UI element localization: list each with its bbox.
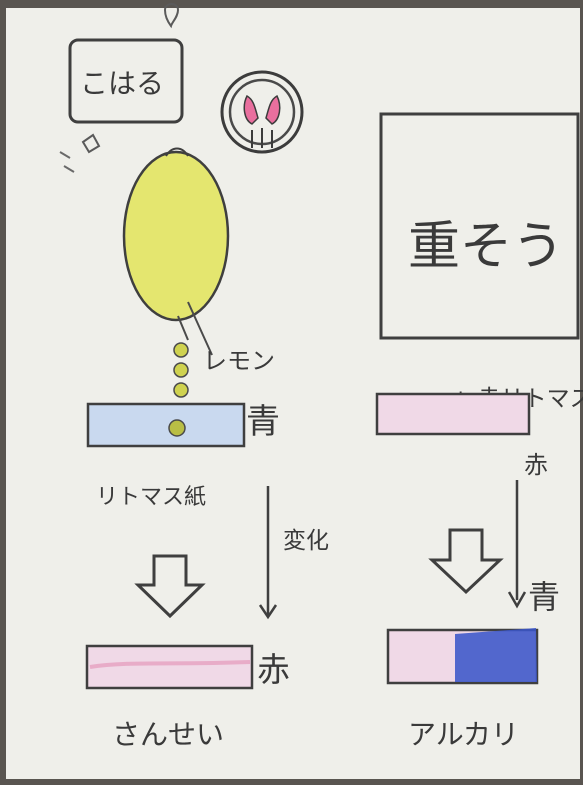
top-litmus-strip (86, 402, 246, 448)
right-top-color-label: 赤 (524, 451, 548, 479)
lemon-drop-2 (173, 362, 189, 378)
circle-icon-outer (220, 70, 304, 154)
lemon-tip (165, 147, 189, 157)
name-tag-text: こはる (80, 67, 164, 100)
lemon-leader-line (187, 301, 213, 356)
petal-stems (251, 128, 273, 148)
heart-icon (163, 3, 180, 29)
lemon-drawing (122, 150, 230, 322)
left-panel: こはる レモン リトマス紙 青 変化 (59, 3, 329, 751)
right-change-arrow-head (507, 591, 527, 609)
bottom-litmus-strip (85, 644, 254, 690)
blue-region (455, 628, 537, 682)
change-label: 変化 (283, 528, 329, 554)
drop-on-strip (168, 419, 186, 437)
lemon-drop-3 (173, 382, 189, 398)
litmus-label: リトマス紙 (96, 485, 206, 510)
lemon-label: レモン (203, 347, 275, 375)
right-bottom-color-label: 青 (528, 578, 560, 616)
pink-petal-left (243, 94, 259, 125)
result-label-left: さんせい (112, 718, 224, 751)
right-top-strip (375, 392, 531, 436)
pink-petal-right (265, 94, 281, 125)
bottom-color-label: 赤 (257, 650, 290, 689)
lemon-leader-line-2 (177, 315, 189, 341)
compound-box-text: 重そう (408, 217, 564, 277)
right-down-arrow (428, 528, 504, 595)
change-arrow-head (258, 604, 278, 620)
result-label-right: アルカリ (408, 718, 519, 751)
pink-wash (89, 660, 251, 669)
right-panel: 重そう + 赤リトマス紙 赤 青 アルカリ (375, 112, 583, 751)
name-tag-box (68, 38, 184, 124)
lemon-drop-1 (173, 342, 189, 358)
dash-doodle (59, 151, 75, 173)
left-down-arrow (134, 554, 206, 619)
top-color-label: 青 (246, 402, 280, 442)
compound-box (379, 112, 580, 340)
tag-doodle (81, 133, 101, 154)
